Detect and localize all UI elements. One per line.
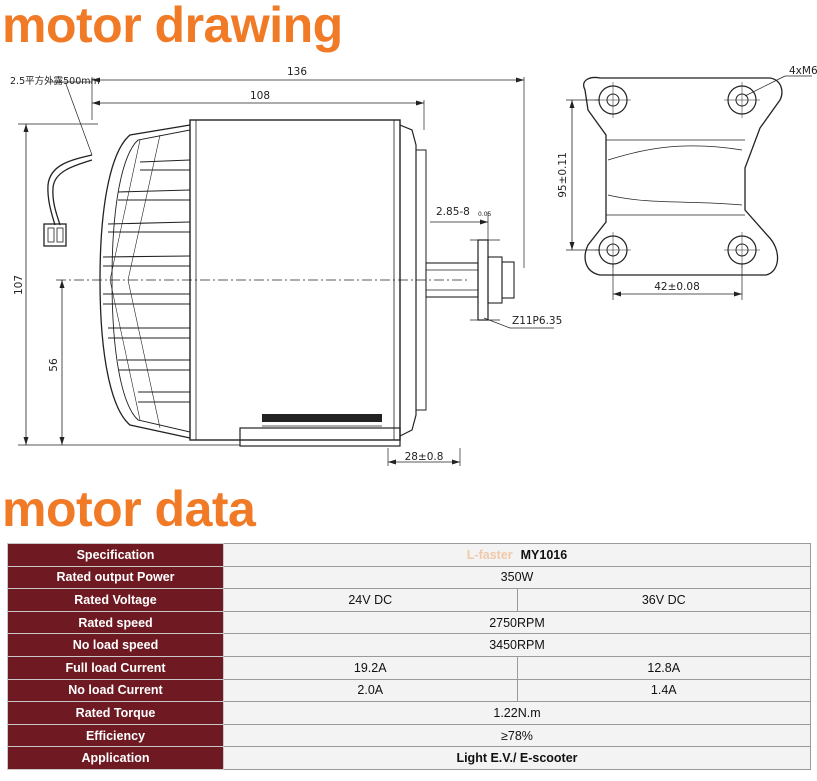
row-value: 2750RPM (223, 610, 811, 635)
table-row: Rated Voltage 24V DC 36V DC (7, 588, 811, 612)
motor-drawing-heading: motor drawing (2, 0, 343, 53)
motor-spec-table: Specification L-faster MY1016 Rated outpu… (7, 543, 811, 770)
table-row: Efficiency ≥78% (7, 723, 811, 748)
row-value: ≥78% (223, 723, 811, 748)
row-value-36v: 36V DC (516, 588, 811, 612)
row-label: No load speed (7, 633, 224, 657)
row-value-36v: 12.8A (516, 655, 811, 680)
row-label: Specification (7, 543, 224, 567)
sprocket-label: Z11P6.35 (512, 315, 562, 327)
dim-height: 107 (13, 275, 25, 295)
table-row: No load Current 2.0A 1.4A (7, 678, 811, 703)
dim-mount-vertical: 95±0.11 (557, 152, 569, 198)
table-row: No load speed 3450RPM (7, 633, 811, 657)
row-value: 350W (223, 565, 811, 590)
row-value: Light E.V./ E-scooter (223, 746, 811, 770)
dim-body-length: 108 (250, 90, 270, 102)
row-value: 3450RPM (223, 633, 811, 657)
table-row: Rated output Power 350W (7, 565, 811, 590)
motor-data-heading: motor data (2, 481, 256, 537)
row-value-24v: 24V DC (223, 588, 518, 612)
table-row: Full load Current 19.2A 12.8A (7, 655, 811, 680)
bolt-label: 4xM6 (789, 65, 817, 77)
table-row: Application Light E.V./ E-scooter (7, 746, 811, 770)
row-value-24v: 2.0A (223, 678, 518, 703)
table-row: Rated speed 2750RPM (7, 610, 811, 635)
model-name: MY1016 (520, 547, 568, 562)
dim-overall-length: 136 (287, 66, 307, 78)
brand-watermark: L-faster (466, 547, 513, 562)
motor-technical-drawing: 2.5平方外露500mm 136 108 107 56 2.85-8 0.05 … (10, 65, 817, 466)
wire-label: 2.5平方外露500mm (10, 75, 100, 87)
row-label: No load Current (7, 678, 224, 703)
row-label: Rated speed (7, 610, 224, 635)
dim-mount-horizontal: 42±0.08 (654, 281, 700, 293)
dim-key-tolerance: 0.05 (478, 211, 492, 218)
row-label: Rated output Power (7, 565, 224, 590)
row-value-24v: 19.2A (223, 655, 518, 680)
row-value: 1.22N.m (223, 701, 811, 725)
dim-key: 2.85-8 (436, 206, 470, 218)
table-row: Specification L-faster MY1016 (7, 543, 811, 567)
row-value-36v: 1.4A (516, 678, 811, 703)
dim-center-height: 56 (48, 358, 60, 372)
row-label: Efficiency (7, 723, 224, 748)
row-label: Rated Torque (7, 701, 224, 725)
row-label: Full load Current (7, 655, 224, 680)
spec-value: L-faster MY1016 (223, 543, 811, 567)
table-row: Rated Torque 1.22N.m (7, 701, 811, 725)
row-label: Application (7, 746, 224, 770)
dim-foot: 28±0.8 (405, 451, 444, 463)
row-label: Rated Voltage (7, 588, 224, 612)
